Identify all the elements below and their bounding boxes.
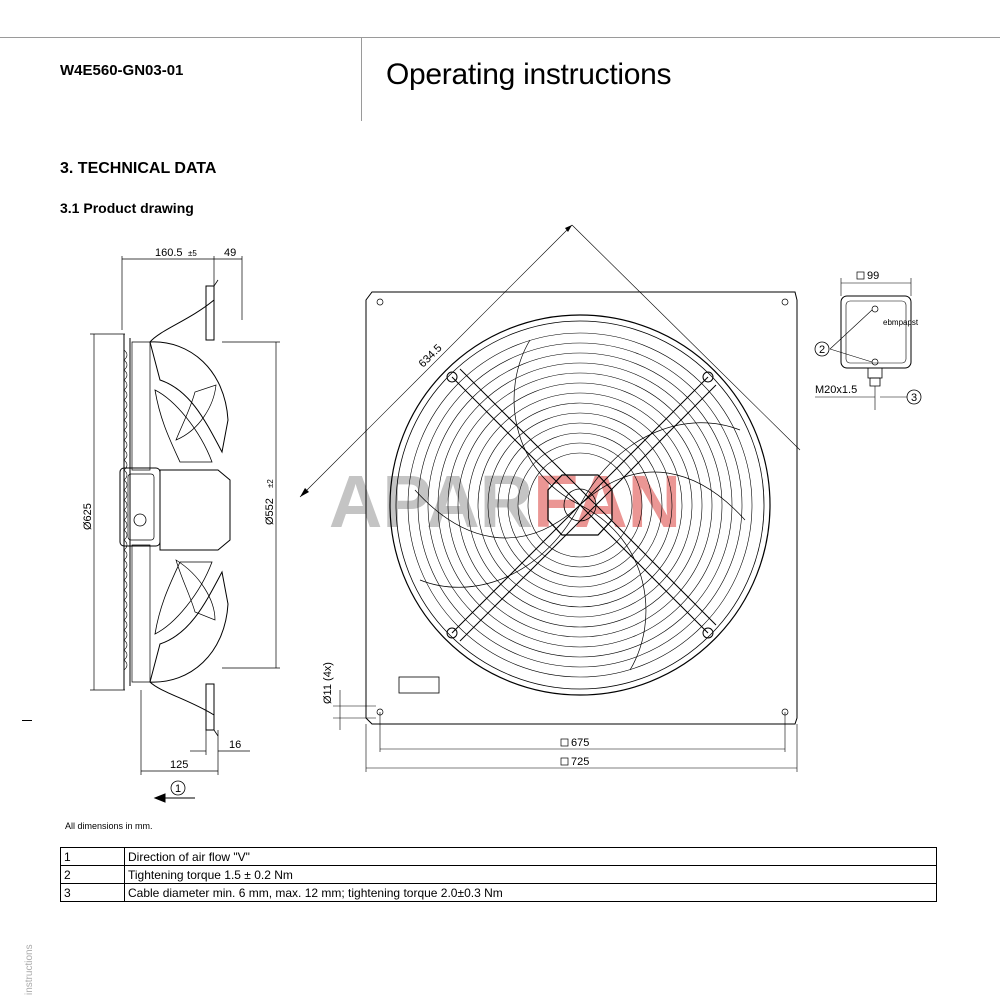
side-view-labels: 160.5 ±5 49 Ø625 Ø552 ±2 125 16 1 <box>82 247 276 795</box>
terminal-box-view: ebmpapst <box>814 271 922 410</box>
legend-row: 3 Cable diameter min. 6 mm, max. 12 mm; … <box>60 883 937 902</box>
front-view <box>299 224 801 772</box>
dim-hole: Ø11 (4x) <box>322 662 334 704</box>
dim-125: 125 <box>170 759 188 771</box>
dim-diagonal: 634.5 <box>417 342 445 370</box>
legend-table: 1 Direction of air flow "V" 2 Tightening… <box>60 847 937 902</box>
section-title: 3. TECHNICAL DATA <box>60 160 217 177</box>
dim-16: 16 <box>229 739 241 751</box>
legend-number: 2 <box>60 865 125 884</box>
callout-3: 3 <box>911 392 917 404</box>
model-number: W4E560-GN03-01 <box>60 62 184 79</box>
front-view-labels: 634.5 Ø11 (4x) 675 725 <box>322 342 589 768</box>
dim-diameter-552: Ø552 <box>264 498 276 525</box>
document-title: Operating instructions <box>386 58 672 91</box>
dim-diameter-625: Ø625 <box>82 503 94 530</box>
dim-675: 675 <box>571 737 589 749</box>
header-divider <box>361 37 362 121</box>
legend-number: 3 <box>60 883 125 902</box>
legend-text: Cable diameter min. 6 mm, max. 12 mm; ti… <box>124 883 937 902</box>
dim-thread: M20x1.5 <box>815 384 857 396</box>
dim-depth-tol: ±5 <box>188 249 197 258</box>
legend-number: 1 <box>60 847 125 866</box>
dim-box: 99 <box>867 270 879 282</box>
legend-row: 2 Tightening torque 1.5 ± 0.2 Nm <box>60 865 937 884</box>
legend-text: Tightening torque 1.5 ± 0.2 Nm <box>124 865 937 884</box>
dim-depth: 160.5 <box>155 247 183 259</box>
legend-row: 1 Direction of air flow "V" <box>60 847 937 866</box>
legend-text: Direction of air flow "V" <box>124 847 937 866</box>
side-label: instructions <box>24 944 35 995</box>
subsection-title: 3.1 Product drawing <box>60 200 194 216</box>
dim-725: 725 <box>571 756 589 768</box>
dimensions-note: All dimensions in mm. <box>65 821 153 831</box>
callout-2: 2 <box>819 344 825 356</box>
dim-diameter-552-tol: ±2 <box>266 479 275 488</box>
dim-49: 49 <box>224 247 236 259</box>
callout-1: 1 <box>175 783 181 795</box>
header-rule <box>0 37 1000 38</box>
side-view <box>90 256 280 803</box>
margin-mark <box>22 720 32 721</box>
svg-text:ebmpapst: ebmpapst <box>883 318 919 327</box>
terminal-box-labels: 99 2 M20x1.5 3 <box>815 270 917 404</box>
